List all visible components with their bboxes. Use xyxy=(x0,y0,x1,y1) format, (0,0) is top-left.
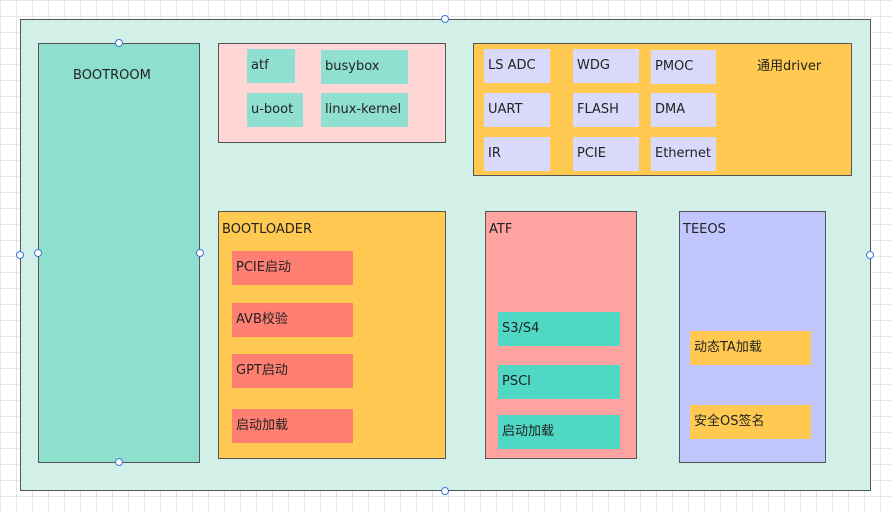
resize-handle-top[interactable] xyxy=(441,15,449,23)
driver-pmoc[interactable]: PMOC xyxy=(651,50,716,84)
driver-ir[interactable]: IR xyxy=(484,137,550,171)
component-atf[interactable]: atf xyxy=(247,49,295,83)
driver-ls-adc[interactable]: LS ADC xyxy=(484,49,550,83)
component-u-boot[interactable]: u-boot xyxy=(247,93,303,127)
resize-handle-bottom[interactable] xyxy=(441,487,449,495)
driver-flash[interactable]: FLASH xyxy=(573,93,639,127)
atf-item-psci[interactable]: PSCI xyxy=(498,365,620,399)
bootroom-block[interactable] xyxy=(38,43,200,463)
resize-handle-right[interactable] xyxy=(866,251,874,259)
driver-ethernet[interactable]: Ethernet xyxy=(651,137,716,171)
atf-title: ATF xyxy=(489,222,513,237)
bootloader-item-avb[interactable]: AVB校验 xyxy=(232,303,353,337)
bootloader-title: BOOTLOADER xyxy=(222,222,313,237)
teeos-title: TEEOS xyxy=(683,222,726,237)
bootroom-handle-top[interactable] xyxy=(115,39,123,47)
bootroom-handle-right[interactable] xyxy=(196,249,204,257)
driver-dma[interactable]: DMA xyxy=(651,93,716,127)
driver-wdg[interactable]: WDG xyxy=(573,49,639,83)
bootloader-item-load[interactable]: 启动加载 xyxy=(232,409,353,443)
bootroom-handle-left[interactable] xyxy=(34,249,42,257)
component-busybox[interactable]: busybox xyxy=(321,50,408,84)
atf-item-s3s4[interactable]: S3/S4 xyxy=(498,312,620,346)
atf-item-load[interactable]: 启动加载 xyxy=(498,415,620,449)
driver-uart[interactable]: UART xyxy=(484,93,550,127)
driver-pcie[interactable]: PCIE xyxy=(573,137,639,171)
teeos-item-secure-os-sign[interactable]: 安全OS签名 xyxy=(690,405,811,439)
teeos-item-dynamic-ta[interactable]: 动态TA加载 xyxy=(690,331,811,365)
bootroom-label: BOOTROOM xyxy=(73,68,151,83)
bootloader-item-pcie[interactable]: PCIE启动 xyxy=(232,251,353,285)
resize-handle-left[interactable] xyxy=(16,251,24,259)
drivers-title: 通用driver xyxy=(757,59,822,74)
bootloader-item-gpt[interactable]: GPT启动 xyxy=(232,354,353,388)
bootroom-handle-bottom[interactable] xyxy=(115,458,123,466)
component-linux-kernel[interactable]: linux-kernel xyxy=(321,93,408,127)
